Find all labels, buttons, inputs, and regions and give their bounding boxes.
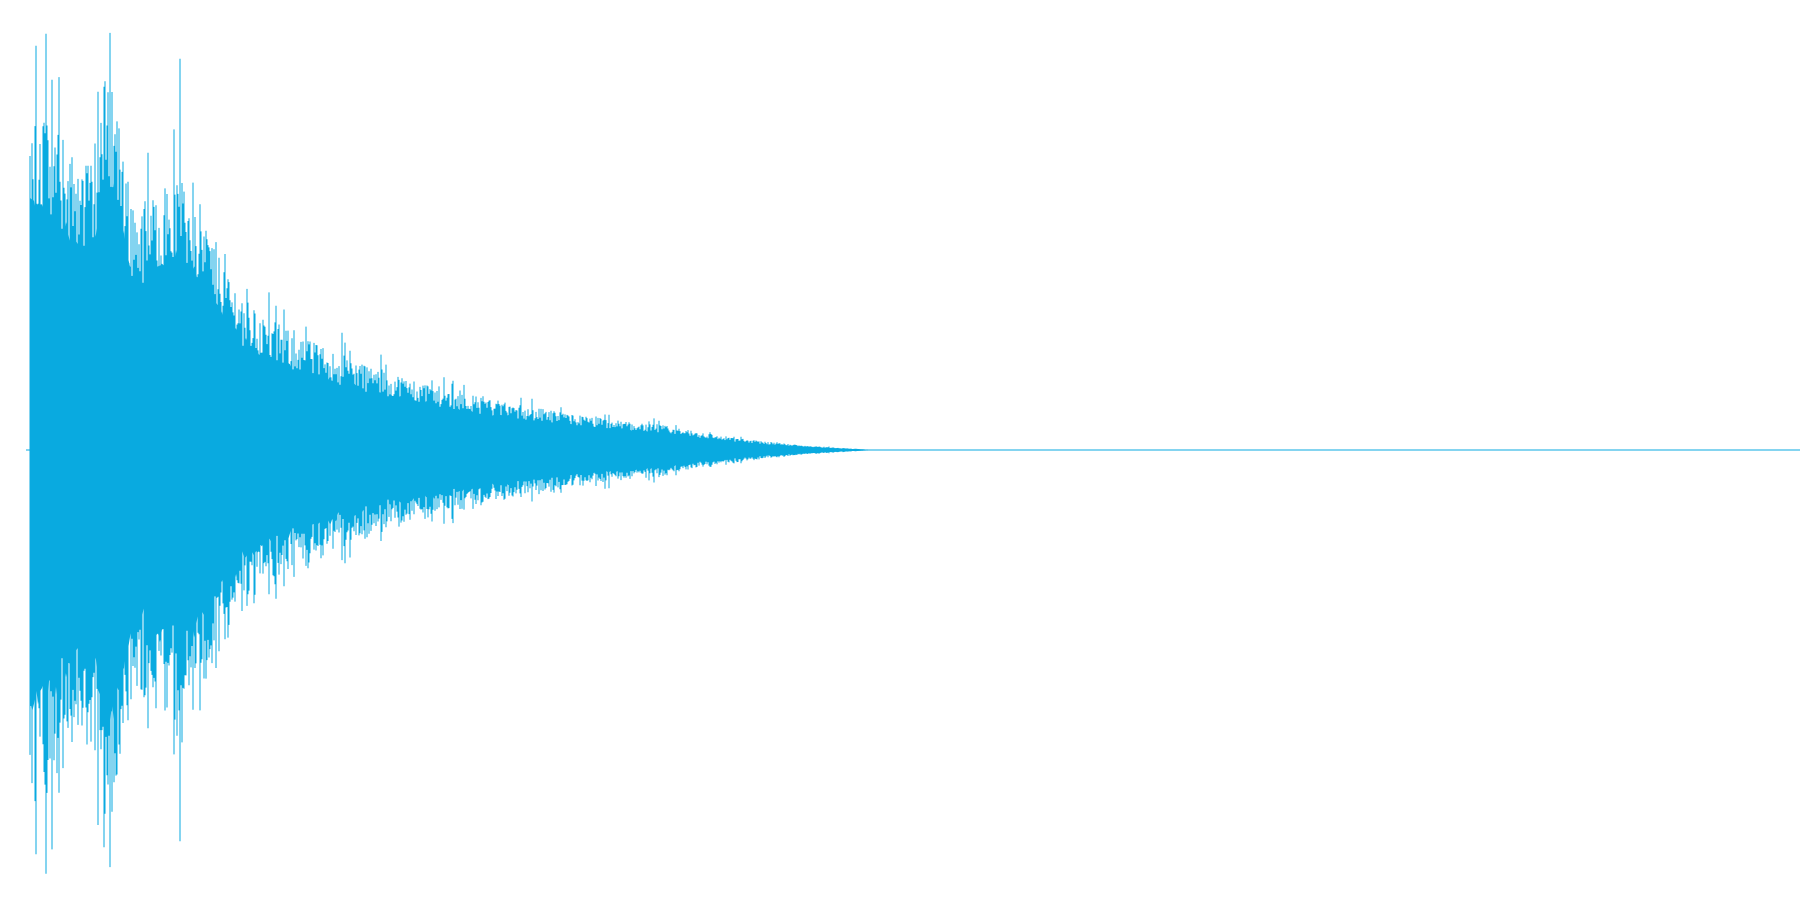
waveform-peaks (29, 32, 879, 874)
